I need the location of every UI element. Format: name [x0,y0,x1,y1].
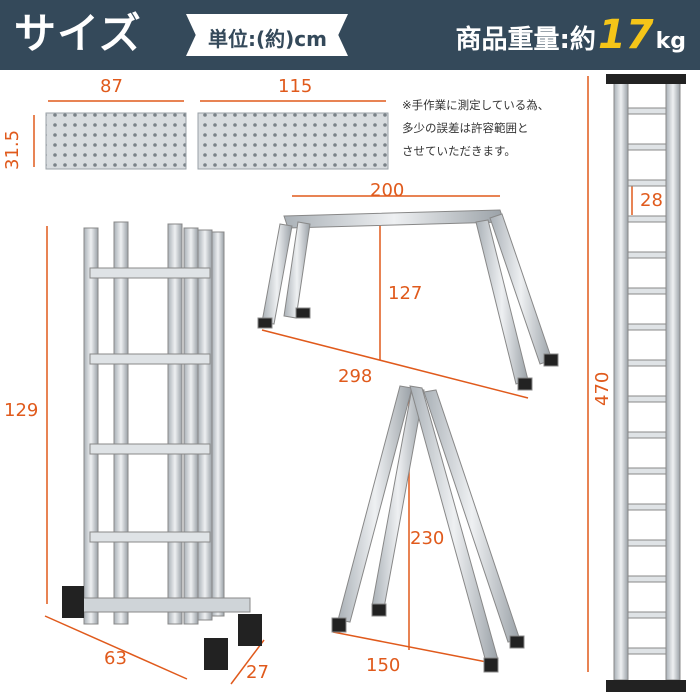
dim-folded-depth: 27 [246,662,269,683]
dim-folded-height: 129 [4,400,39,421]
dim-work-platform-base: 298 [338,366,373,387]
note-line-2: 多少の誤差は許容範囲と [402,121,529,135]
unit-label: 単位:(約)cm [208,27,327,51]
header-bar: サイズ 単位:(約)cm 商品重量:約 17 kg [0,0,700,70]
work-platform-ladder [257,209,559,391]
dim-work-platform-span: 200 [370,180,405,201]
weight-info: 商品重量:約 17 kg [456,12,686,58]
dim-plate-small-width: 87 [100,76,123,97]
dim-rung-spacing: 28 [640,190,663,211]
dim-plate-height: 31.5 [2,129,23,170]
weight-unit: kg [655,29,686,54]
dim-straight-length: 470 [592,371,613,406]
a-frame-ladder [331,385,525,673]
note-line-3: させていただきます。 [402,144,516,158]
note-line-1: ※手作業に測定している為、 [402,98,550,112]
weight-label: 商品重量:約 [455,25,596,55]
unit-badge: 単位:(約)cm [186,14,348,56]
dim-a-frame-base: 150 [366,655,401,676]
step-plate-small [45,112,187,170]
straight-ladder [606,74,686,692]
page-title: サイズ [14,9,142,58]
dim-folded-width: 63 [104,648,127,669]
dim-work-platform-height: 127 [388,283,423,304]
measurement-note: ※手作業に測定している為、 多少の誤差は許容範囲と させていただきます。 [402,94,549,163]
weight-value: 17 [597,12,654,58]
dim-a-frame-height: 230 [410,528,445,549]
folded-ladder [62,221,262,670]
step-plate-large [197,112,389,170]
dim-plate-large-width: 115 [278,76,313,97]
